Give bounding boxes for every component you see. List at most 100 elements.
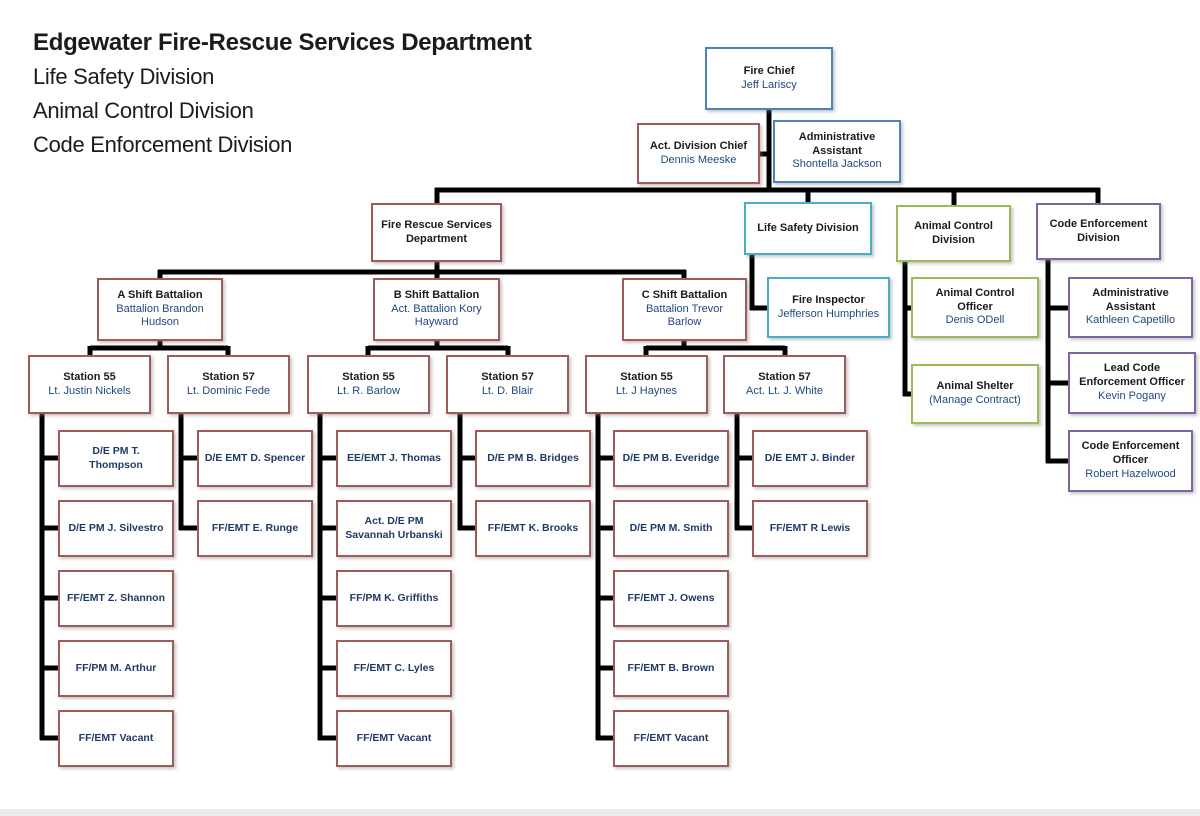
node-title: Animal Control Division [914, 219, 993, 246]
node-title: Station 55 [620, 370, 673, 383]
node-name: Battalion Trevor Barlow [645, 302, 724, 329]
org-node-staff-b57-1: D/E PM B. Bridges [475, 430, 591, 487]
node-title: D/E PM J. Silvestro [68, 521, 164, 534]
org-node-staff-c55-3: FF/EMT J. Owens [613, 570, 729, 627]
node-title: FF/EMT Vacant [633, 731, 709, 744]
node-title: A Shift Battalion [117, 288, 203, 301]
node-name: Lt. R. Barlow [337, 384, 400, 397]
org-node-staff-a55-5: FF/EMT Vacant [58, 710, 174, 767]
node-name: (Manage Contract) [929, 394, 1021, 406]
node-title: Fire Chief [743, 64, 795, 77]
org-node-life-safety-division: Life Safety Division [744, 202, 872, 255]
node-name: Robert Hazelwood [1085, 467, 1176, 480]
node-title: Life Safety Division [757, 221, 859, 234]
org-node-animal-control-division: Animal Control Division [896, 205, 1011, 262]
org-node-staff-b55-3: FF/PM K. Griffiths [336, 570, 452, 627]
node-title: Fire Rescue Services Department [381, 218, 492, 245]
node-title: FF/EMT J. Owens [627, 591, 715, 604]
node-name: Lt. Justin Nickels [48, 384, 131, 397]
org-node-staff-a55-2: D/E PM J. Silvestro [58, 500, 174, 557]
org-node-staff-b55-5: FF/EMT Vacant [336, 710, 452, 767]
node-title: Fire Inspector [792, 293, 865, 306]
node-title: Station 57 [481, 370, 534, 383]
node-title: Administrative Assistant [798, 130, 876, 157]
node-title: Station 55 [63, 370, 116, 383]
node-title: Code Enforcement Division [1049, 217, 1148, 244]
node-title: EE/EMT J. Thomas [347, 451, 441, 464]
node-name: Kathleen Capetillo [1085, 314, 1176, 327]
org-node-staff-b57-2: FF/EMT K. Brooks [475, 500, 591, 557]
page-subtitle-code-enforcement: Code Enforcement Division [33, 132, 293, 157]
page-subtitle-animal-control: Animal Control Division [33, 98, 254, 123]
node-title: D/E PM M. Smith [629, 521, 713, 534]
org-node-staff-c57-1: D/E EMT J. Binder [752, 430, 868, 487]
org-node-staff-a57-2: FF/EMT E. Runge [197, 500, 313, 557]
node-title: C Shift Battalion [641, 288, 728, 301]
node-name: Lt. D. Blair [481, 384, 534, 397]
node-title: FF/EMT Vacant [356, 731, 432, 744]
node-name: Denis ODell [945, 314, 1005, 327]
node-name: Act. Battalion Kory Hayward [391, 302, 482, 329]
node-title: Act. Division Chief [649, 139, 748, 152]
node-title: D/E PM B. Bridges [487, 451, 579, 464]
node-title: FF/PM K. Griffiths [349, 591, 439, 604]
node-title: D/E EMT D. Spencer [204, 451, 306, 464]
org-node-staff-c57-2: FF/EMT R Lewis [752, 500, 868, 557]
org-node-animal-shelter: Animal Shelter(Manage Contract) [911, 364, 1039, 424]
node-title: Station 55 [342, 370, 395, 383]
org-node-staff-c55-4: FF/EMT B. Brown [613, 640, 729, 697]
org-node-staff-a55-3: FF/EMT Z. Shannon [58, 570, 174, 627]
node-title: D/E PM B. Everidge [622, 451, 720, 464]
org-node-staff-c55-5: FF/EMT Vacant [613, 710, 729, 767]
node-name: Dennis Meeske [660, 153, 737, 166]
org-node-staff-c55-2: D/E PM M. Smith [613, 500, 729, 557]
node-title: Station 57 [202, 370, 255, 383]
node-name: Act. Lt. J. White [745, 384, 824, 397]
org-node-staff-a55-1: D/E PM T. Thompson [58, 430, 174, 487]
node-title: Administrative Assistant [1092, 286, 1169, 313]
page-subtitle-life-safety: Life Safety Division [33, 64, 215, 89]
node-title: FF/EMT E. Runge [211, 521, 299, 534]
node-name: Shontella Jackson [792, 158, 882, 171]
org-node-staff-b55-1: EE/EMT J. Thomas [336, 430, 452, 487]
node-title: FF/PM M. Arthur [75, 661, 157, 674]
node-title: FF/EMT K. Brooks [487, 521, 579, 534]
org-node-staff-b55-4: FF/EMT C. Lyles [336, 640, 452, 697]
node-title: FF/EMT R Lewis [769, 521, 851, 534]
node-title: D/E PM T. Thompson [89, 445, 143, 471]
org-node-code-enforcement-division: Code Enforcement Division [1036, 203, 1161, 260]
node-title: Lead Code Enforcement Officer [1079, 362, 1185, 389]
node-title: FF/EMT Vacant [78, 731, 154, 744]
node-name: Lt. J Haynes [615, 384, 678, 397]
node-title: Animal Control Officer [935, 286, 1015, 313]
node-title: B Shift Battalion [393, 288, 480, 301]
node-title: FF/EMT C. Lyles [353, 661, 435, 674]
org-node-staff-c55-1: D/E PM B. Everidge [613, 430, 729, 487]
node-name: Lt. Dominic Fede [186, 384, 271, 397]
page-header: Edgewater Fire-Rescue Services Departmen… [33, 26, 532, 162]
node-name: Jefferson Humphries [777, 307, 880, 320]
page-title: Edgewater Fire-Rescue Services Departmen… [33, 29, 532, 56]
node-title: D/E EMT J. Binder [764, 451, 856, 464]
node-title: Animal Shelter [936, 380, 1014, 393]
org-node-staff-b55-2: Act. D/E PM Savannah Urbanski [336, 500, 452, 557]
org-node-fire-rescue-dept: Fire Rescue Services Department [371, 203, 502, 262]
node-title: Station 57 [758, 370, 811, 383]
org-node-staff-a55-4: FF/PM M. Arthur [58, 640, 174, 697]
node-name: Kevin Pogany [1098, 389, 1166, 402]
